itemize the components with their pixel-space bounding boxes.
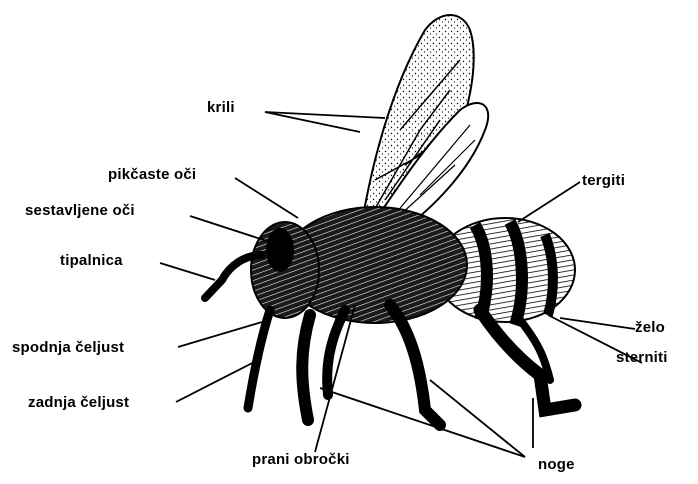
label-zadnja-celjust: zadnja čeljust — [28, 394, 129, 412]
label-zelo: želo — [635, 319, 665, 337]
label-noge: noge — [538, 456, 575, 474]
label-tergiti: tergiti — [582, 172, 625, 190]
label-sterniti: sterniti — [616, 349, 668, 367]
label-prani-obrocki: prani obročki — [252, 451, 350, 469]
label-pikcaste-oci: pikčaste oči — [108, 166, 196, 184]
label-krili: krili — [207, 99, 235, 117]
legs — [302, 305, 575, 425]
label-sestavljene-oci: sestavljene oči — [25, 202, 135, 220]
label-spodnja-celjust: spodnja čeljust — [12, 339, 124, 357]
head — [251, 222, 319, 318]
label-tipalnica: tipalnica — [60, 252, 123, 270]
